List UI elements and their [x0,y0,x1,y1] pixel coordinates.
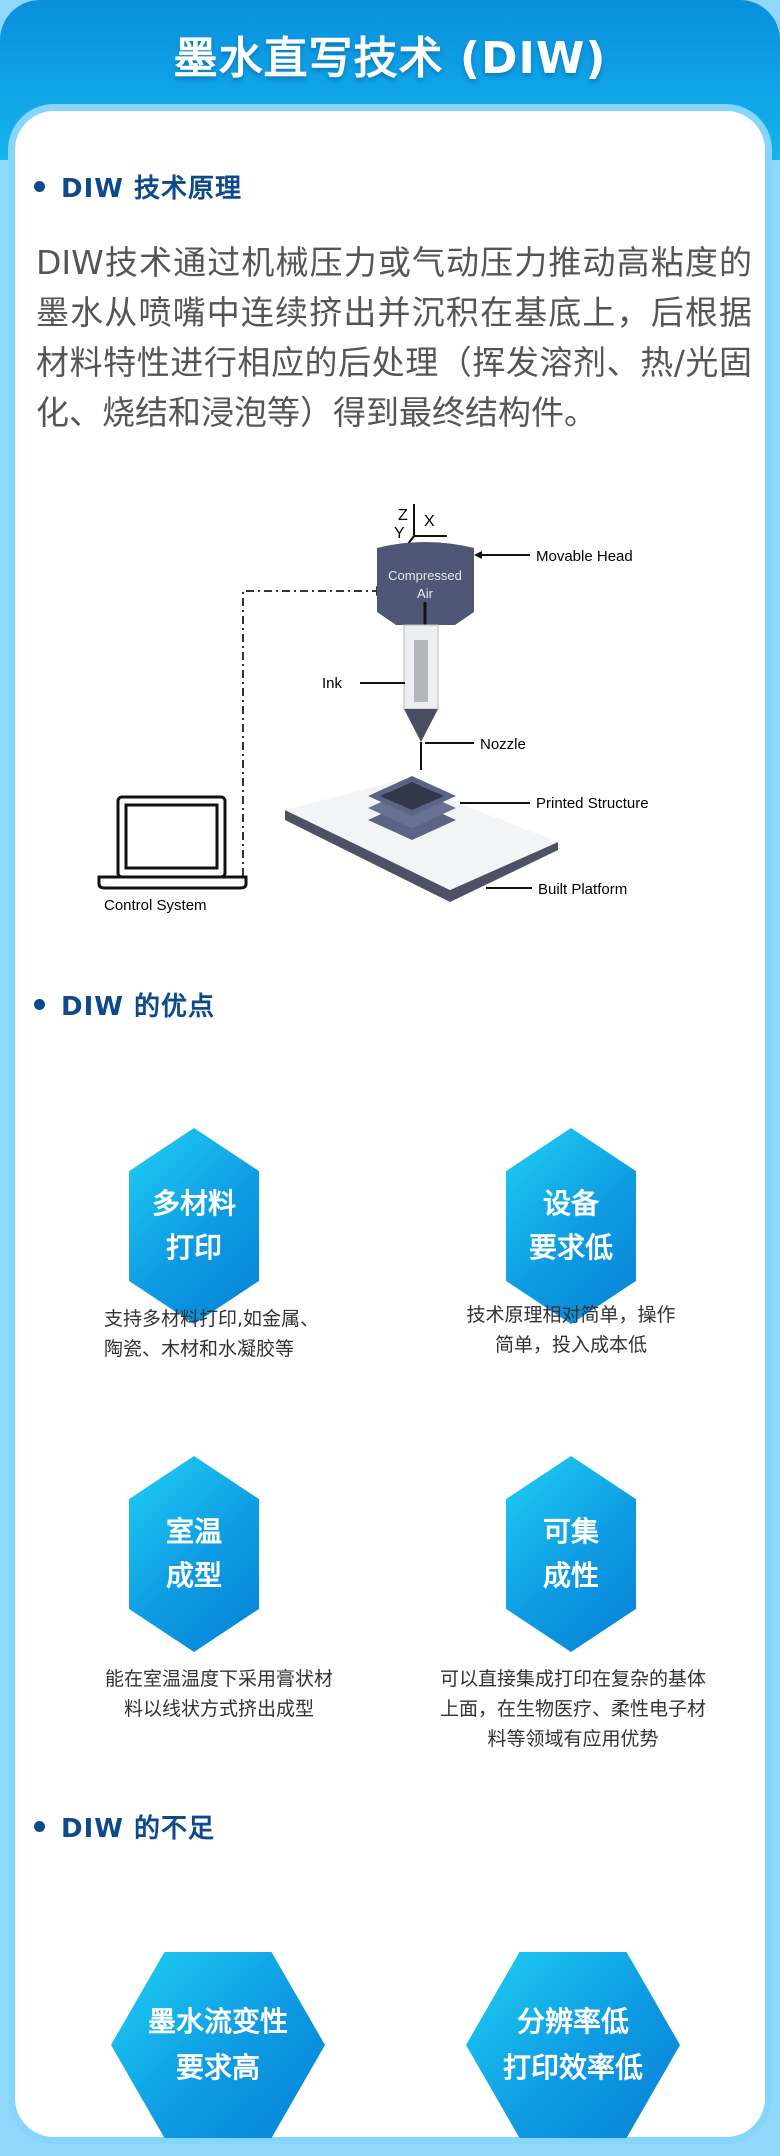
advantage-desc-1: 支持多材料打印,如金属、陶瓷、木材和水凝胶等 [104,1308,320,1360]
label-text: 要求高 [175,2051,260,2084]
label-text: 打印效率低 [502,2051,643,2084]
label-text: 墨水流变性 [147,2005,288,2038]
label-text: 打印 [165,1231,222,1264]
section-heading-principle: DIW 技术原理 [34,168,242,205]
advantage-hex-3: 室温成型 [129,1456,259,1652]
label-text: 成型 [165,1559,222,1592]
label-text: 成性 [542,1559,599,1592]
page-title: 墨水直写技术 (DIW) [173,33,607,84]
advantage-desc-3: 能在室温温度下采用膏状材料以线状方式挤出成型 [104,1668,333,1720]
heading-text: DIW 的优点 [61,992,215,1022]
advantage-desc-4: 可以直接集成打印在复杂的基体上面，在生物医疗、柔性电子材料等领域有应用优势 [439,1668,706,1750]
label-text: 要求低 [528,1231,613,1264]
bullet-icon [34,1821,45,1832]
label-text: 设备 [542,1187,599,1220]
advantage-hex-4: 可集成性 [506,1456,636,1652]
section-heading-advantages: DIW 的优点 [34,986,215,1023]
section-heading-disadvantages: DIW 的不足 [34,1808,215,1845]
label-text: 室温 [165,1515,222,1548]
label-text: 多材料 [151,1187,236,1220]
principle-paragraph: DIW技术通过机械压力或气动压力推动高粘度的墨水从喷嘴中连续挤出并沉积在基底上，… [36,243,752,432]
advantage-desc-2: 技术原理相对简单，操作简单，投入成本低 [466,1304,676,1356]
label-text: 分辨率低 [516,2005,629,2038]
heading-text: DIW 技术原理 [61,174,242,204]
content-card [8,104,772,2144]
bullet-icon [34,181,45,192]
advantage-hex-1: 多材料打印 [129,1128,259,1324]
advantage-hex-2: 设备要求低 [506,1128,636,1324]
bullet-icon [34,999,45,1010]
heading-text: DIW 的不足 [61,1814,215,1844]
label-text: 可集 [542,1515,599,1548]
